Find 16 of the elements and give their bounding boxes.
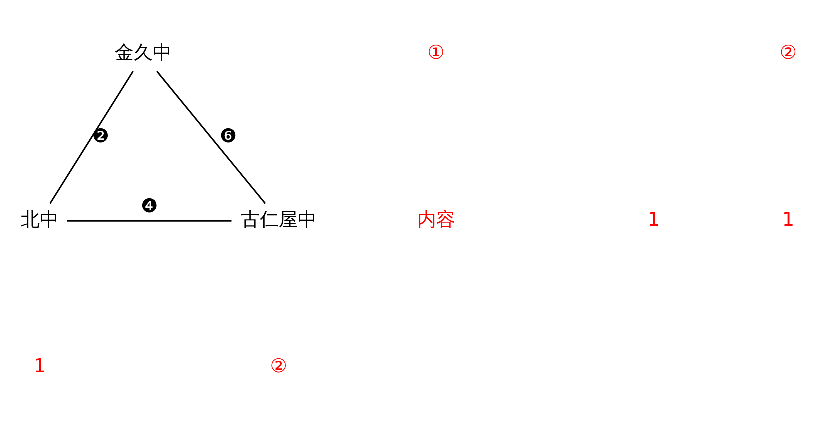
label: 1 (648, 207, 660, 230)
edge-label: ❹ (141, 194, 158, 217)
label: ② (270, 354, 288, 378)
node-text: 古仁屋中 (240, 207, 317, 230)
edge-label: ❷ (92, 124, 110, 147)
label: 1 (34, 354, 46, 378)
label: 1 (782, 207, 795, 230)
connector (67, 220, 232, 222)
label: 内容 (417, 207, 456, 230)
connector (156, 70, 266, 204)
connector (50, 70, 134, 204)
node-text: 北中 (20, 207, 59, 230)
edge-label: ❻ (220, 124, 238, 147)
node-text: 金久中 (115, 40, 172, 64)
label: ① (428, 40, 445, 64)
label: ② (780, 40, 798, 64)
